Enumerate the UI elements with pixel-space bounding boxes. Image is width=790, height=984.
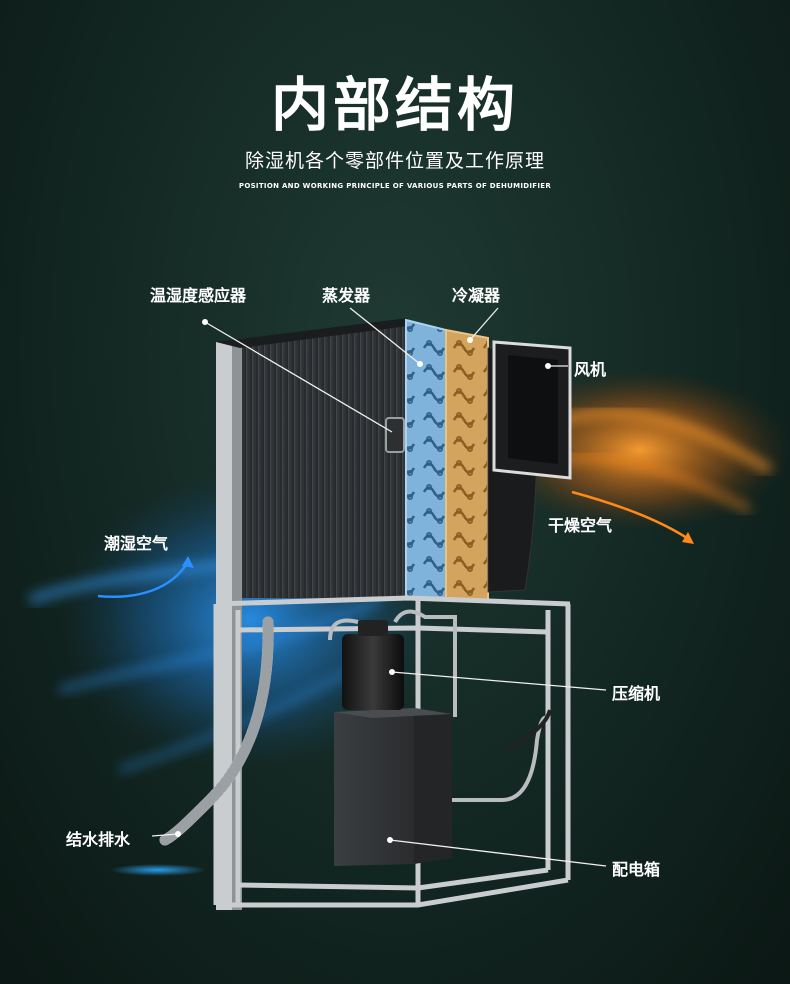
electrical-box xyxy=(334,708,452,866)
leader-lines xyxy=(151,307,607,867)
drain-hose xyxy=(110,616,274,876)
page-subtitle: 除湿机各个零部件位置及工作原理 xyxy=(244,150,545,172)
humid-air-arrow xyxy=(97,561,190,598)
label-evaporator: 蒸发器 xyxy=(322,286,371,305)
dry-air-arrow xyxy=(571,490,691,542)
evaporator-coil xyxy=(405,318,447,602)
label-fan: 风机 xyxy=(574,360,607,379)
label-drain: 结水排水 xyxy=(66,830,131,849)
humidity-sensor xyxy=(385,417,405,453)
label-humidity-sensor: 温湿度感应器 xyxy=(150,286,247,305)
compressor-unit xyxy=(328,609,552,802)
label-dry-air: 干燥空气 xyxy=(548,516,613,535)
drain-water-spot xyxy=(110,864,206,876)
label-condenser: 冷凝器 xyxy=(452,286,501,305)
condenser-coil xyxy=(445,328,489,601)
label-humid-air: 潮湿空气 xyxy=(104,534,169,553)
label-electrical-box: 配电箱 xyxy=(612,860,661,879)
label-compressor: 压缩机 xyxy=(612,684,661,703)
leader-dots xyxy=(175,319,551,843)
page-title: 内部结构 xyxy=(270,71,519,139)
fan-unit xyxy=(487,340,572,593)
page-subtitle-en: POSITION AND WORKING PRINCIPLE OF VARIOU… xyxy=(238,182,552,190)
